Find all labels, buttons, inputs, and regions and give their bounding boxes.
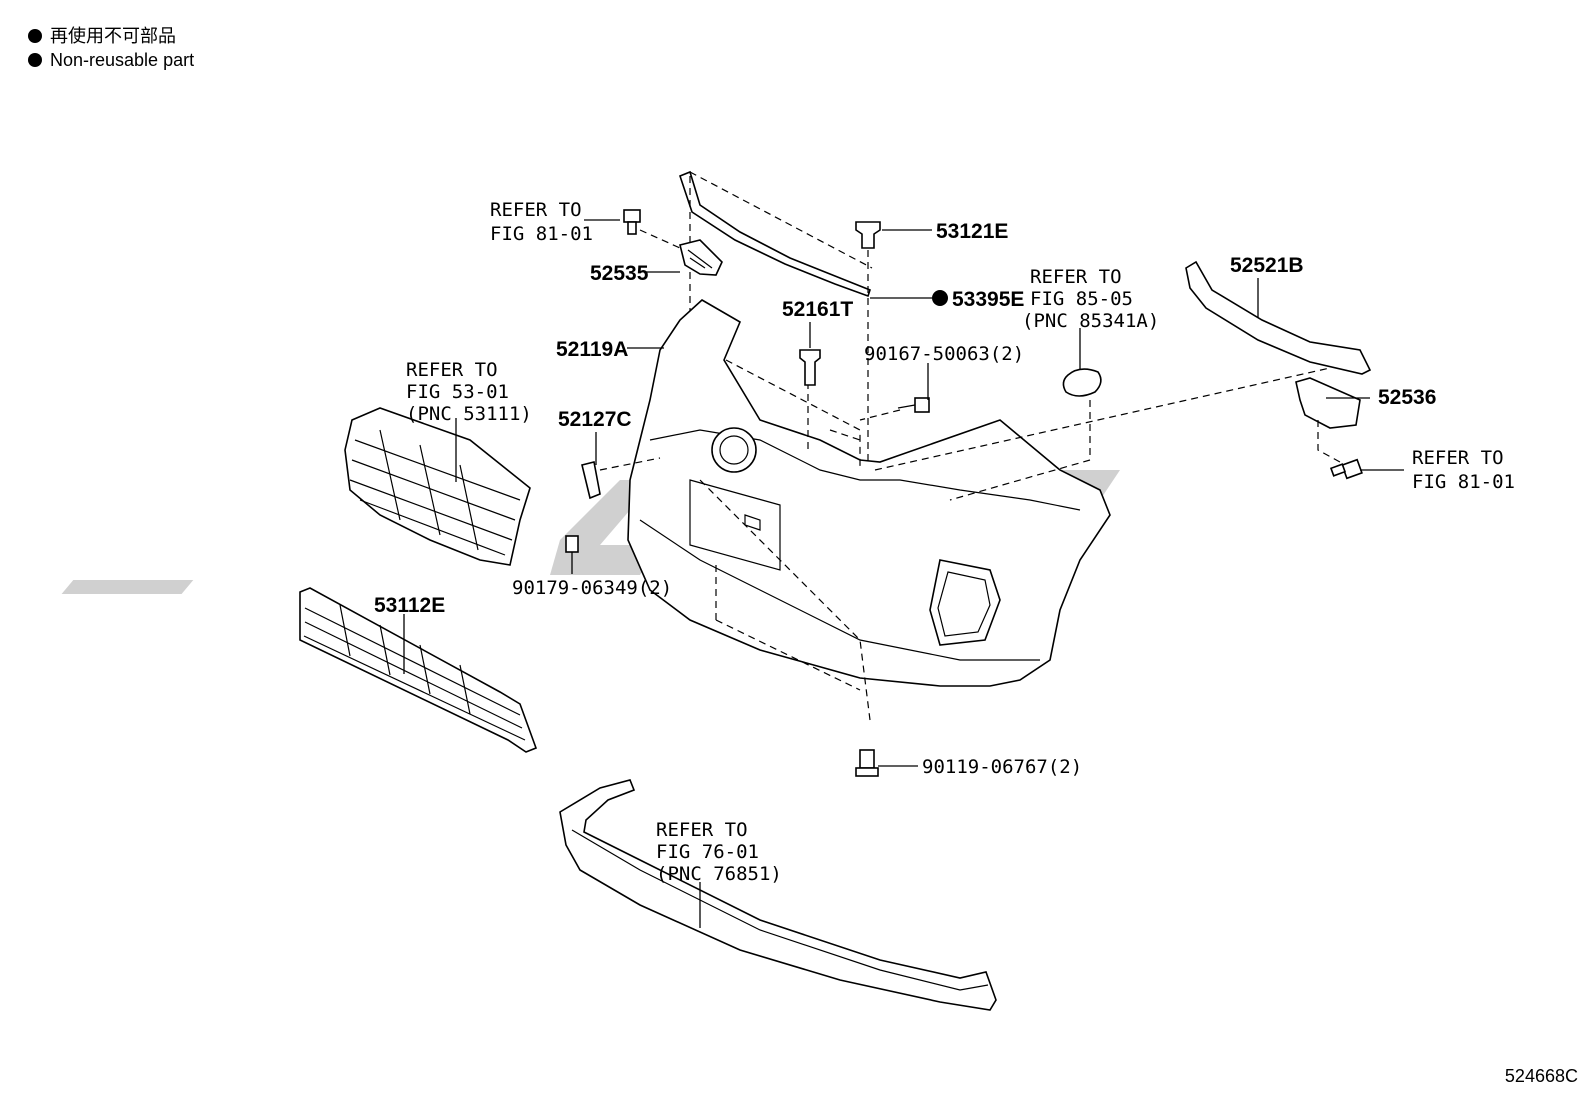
guide-line (725, 359, 861, 470)
svg-text:FIG 53-01: FIG 53-01 (406, 381, 509, 403)
svg-text:REFER TO: REFER TO (406, 359, 498, 381)
radiator-grille (344, 407, 531, 566)
guide-line (859, 409, 901, 421)
headlamp-washer-cover (1062, 368, 1102, 397)
svg-text:(PNC 85341A): (PNC 85341A) (1022, 310, 1159, 332)
bumper-lower-line (639, 519, 1040, 661)
svg-text:FIG 81-01: FIG 81-01 (1412, 471, 1515, 493)
legend-text-jp: 再使用不可部品 (50, 26, 176, 46)
lower-grille-slats (303, 604, 526, 741)
fog-lamp-inner (937, 571, 991, 637)
guide-line (949, 400, 1091, 501)
part-number-52161T: 52161T (782, 298, 853, 321)
part-number-53121E: 53121E (936, 220, 1008, 243)
ref-label-4: REFER TO FIG 81-01 (1412, 447, 1515, 493)
ref-label-3: REFER TO FIG 53-01 (PNC 53111) (406, 359, 532, 425)
front-spoiler (559, 779, 997, 1011)
svg-text:FIG 76-01: FIG 76-01 (656, 841, 759, 863)
part-number-90167: 90167-50063(2) (864, 343, 1024, 365)
guide-line (639, 229, 681, 249)
clip-90179-icon (565, 535, 579, 553)
bracket-52536 (1295, 377, 1361, 429)
drawing-id: 524668C (1504, 1066, 1578, 1086)
part-number-52535: 52535 (590, 262, 649, 285)
upper-retainer-strip (679, 170, 871, 298)
grille-slats (349, 429, 521, 556)
filled-dot-icon (28, 29, 42, 43)
part-number-90179: 90179-06349(2) (512, 577, 672, 599)
guide-line (715, 619, 861, 691)
screw-90167-icon (897, 397, 930, 413)
legend-text-en: Non-reusable part (50, 50, 195, 70)
spoiler-inner (571, 829, 989, 991)
non-reusable-marker-icon (932, 290, 948, 306)
svg-text:REFER TO: REFER TO (490, 199, 582, 221)
bolt-icon (623, 209, 641, 235)
svg-text:REFER TO: REFER TO (656, 819, 748, 841)
emblem-ring (711, 427, 757, 473)
filled-dot-icon (28, 53, 42, 67)
svg-text:REFER TO: REFER TO (1030, 266, 1122, 288)
bolt-90119-icon (855, 749, 879, 777)
part-number-52536: 52536 (1378, 386, 1436, 409)
part-number-52521B: 52521B (1230, 254, 1304, 277)
svg-text:FIG 85-05: FIG 85-05 (1030, 288, 1133, 310)
legend: 再使用不可部品 Non-reusable part (28, 24, 194, 72)
guide-line (699, 479, 871, 721)
part-number-90119: 90119-06767(2) (922, 756, 1082, 778)
guide-line (689, 171, 873, 269)
clip-53121E-icon (855, 221, 881, 249)
legend-row-en: Non-reusable part (28, 48, 194, 72)
ref-label-1: REFER TO FIG 81-01 (490, 199, 593, 245)
guide-line (599, 457, 661, 471)
part-number-52127C: 52127C (558, 408, 632, 431)
ref-label-5: REFER TO FIG 76-01 (PNC 76851) (656, 819, 782, 885)
guide-line (1317, 420, 1341, 463)
svg-text:REFER TO: REFER TO (1412, 447, 1504, 469)
guide-line (829, 429, 861, 441)
part-number-52119A: 52119A (556, 338, 628, 361)
bracket-52535 (679, 239, 723, 276)
ref-label-2: REFER TO FIG 85-05 (PNC 85341A) (1022, 266, 1159, 332)
legend-row-jp: 再使用不可部品 (28, 24, 194, 48)
svg-text:FIG 81-01: FIG 81-01 (490, 223, 593, 245)
svg-text:(PNC 53111): (PNC 53111) (406, 403, 532, 425)
fog-lamp-opening (929, 559, 1001, 646)
guide-line (874, 367, 1331, 471)
license-plate-area (689, 479, 781, 571)
bracket-52127C (581, 461, 601, 500)
part-number-53112E: 53112E (374, 594, 445, 617)
side-retainer-52521B (1185, 260, 1372, 375)
lower-grille (299, 587, 538, 753)
bracket-detail (687, 249, 713, 269)
part-number-53395E: 53395E (952, 288, 1024, 311)
clip-52161T-icon (799, 349, 821, 386)
license-plate-slot (744, 514, 761, 531)
svg-text:(PNC 76851): (PNC 76851) (656, 863, 782, 885)
bolt-icon (1329, 458, 1363, 480)
